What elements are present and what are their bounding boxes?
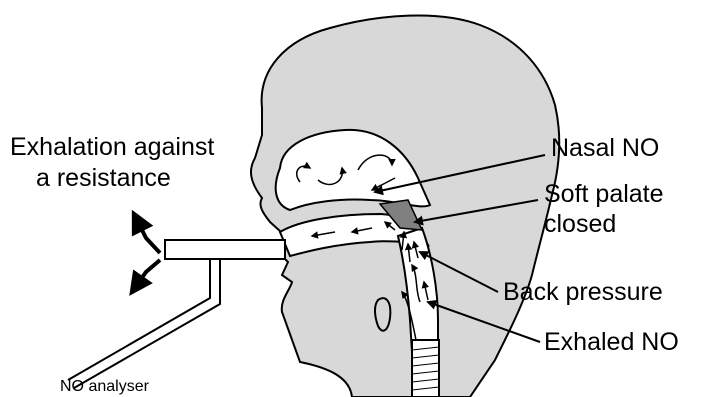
nasal-no-label: Nasal NO: [551, 134, 659, 162]
soft-palate-label-line1: Soft palate: [544, 180, 664, 208]
back-pressure-label: Back pressure: [503, 278, 663, 306]
trachea: [412, 340, 439, 397]
soft-palate-label-line2: closed: [544, 210, 616, 238]
mouthpiece-tube: [68, 240, 285, 388]
resistance-arrows: [132, 214, 160, 292]
exhaled-no-label: Exhaled NO: [544, 328, 679, 356]
no-analyser-label: NO analyser: [60, 378, 150, 395]
exhalation-label-line1: Exhalation against: [10, 133, 214, 161]
larynx: [375, 298, 390, 331]
exhalation-label-line2: a resistance: [36, 164, 171, 192]
